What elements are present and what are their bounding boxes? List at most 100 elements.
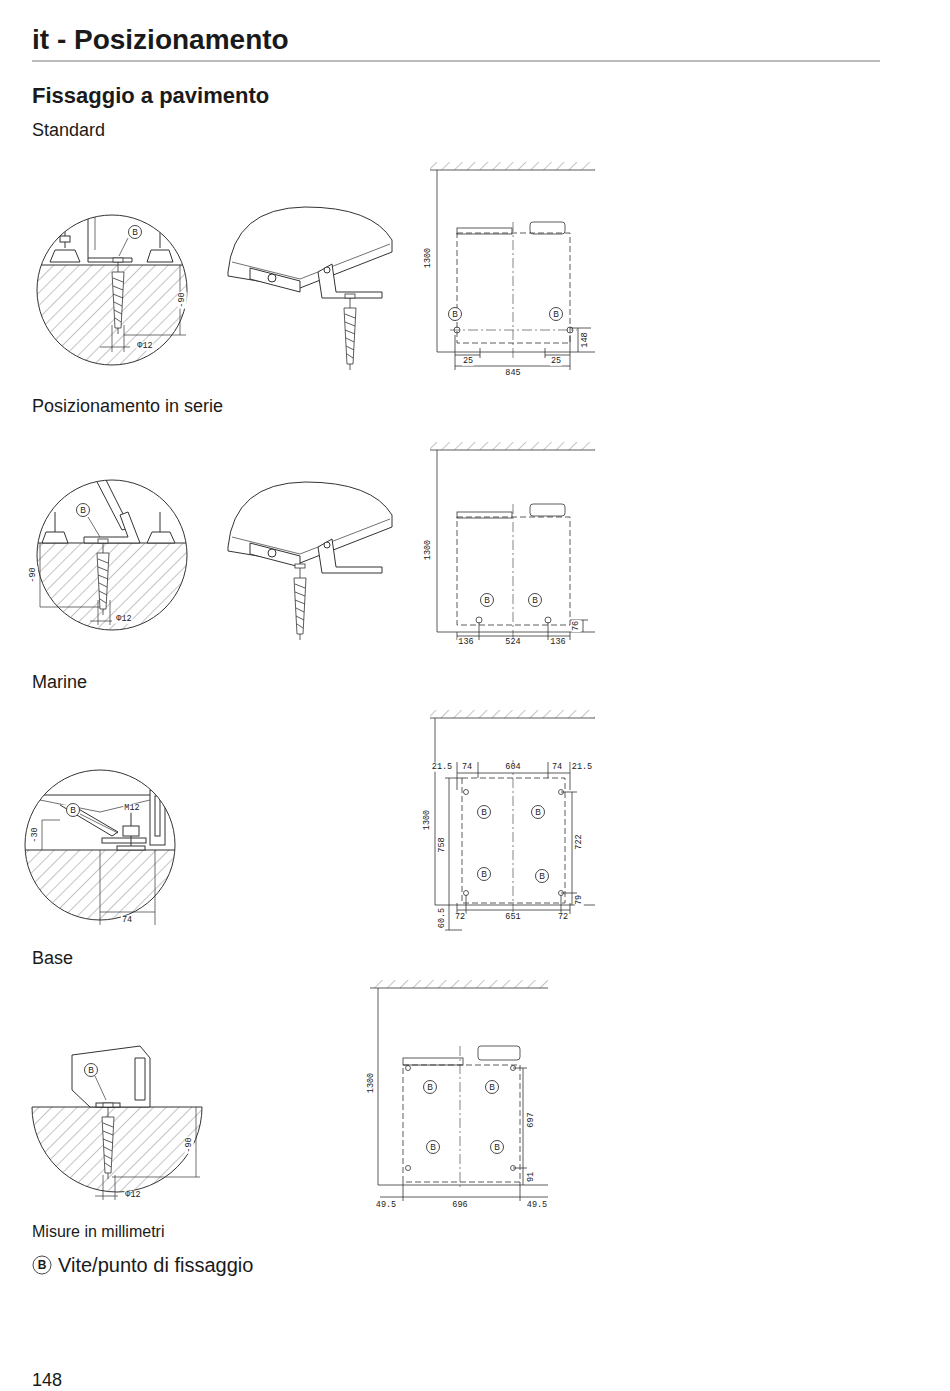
drawing-line — [30, 795, 165, 796]
drawing-g — [100, 265, 186, 352]
drawing-line — [32, 61, 880, 62]
drawing-rect — [155, 796, 160, 836]
drawing-use — [294, 564, 306, 640]
drawing-line — [430, 170, 595, 171]
dimension-label: 136 — [549, 638, 566, 647]
drawing-g — [20, 790, 190, 930]
drawing-line — [548, 622, 549, 640]
drawing-line — [513, 1068, 527, 1069]
callout-ring — [532, 806, 545, 819]
drawing-g — [430, 718, 595, 930]
drawing-line — [42, 820, 43, 850]
drawing-line — [100, 347, 130, 348]
drawing-g — [30, 476, 200, 643]
drawing-line — [196, 1107, 197, 1177]
callout-letter: B — [481, 808, 487, 817]
dimension-label: -30 — [31, 826, 40, 843]
drawing-use — [97, 539, 109, 615]
drawing-line — [578, 328, 579, 352]
drawing-line — [437, 450, 438, 632]
dimension-label: 758 — [438, 836, 447, 853]
dimension-label: 1300 — [367, 1072, 376, 1094]
drawing-rect — [123, 826, 139, 836]
drawing-line — [80, 814, 118, 833]
drawing-line — [430, 718, 595, 719]
callout-ring — [129, 226, 142, 239]
dimension-label: 136 — [457, 638, 474, 647]
drawing-line — [88, 205, 89, 258]
drawing-path — [72, 1046, 150, 1107]
drawing-line — [100, 912, 155, 913]
drawing-line — [513, 222, 514, 358]
drawing-circle — [406, 1166, 411, 1171]
drawing-g — [42, 820, 155, 925]
dimension-label: 72 — [557, 913, 569, 922]
callout-ring — [478, 868, 491, 881]
drawing-line — [545, 348, 546, 358]
drawing-line — [457, 773, 570, 774]
drawing-line — [124, 325, 125, 352]
drawing-path — [147, 532, 175, 543]
drawing-line — [378, 988, 379, 1185]
drawing-use — [102, 1103, 114, 1179]
drawing-use — [228, 482, 392, 573]
drawing-line — [90, 621, 112, 622]
dimension-label: -90 — [178, 291, 187, 308]
drawing-g — [228, 482, 392, 573]
legend-text: Vite/punto di fissaggio — [58, 1255, 253, 1275]
drawing-line — [455, 366, 570, 367]
callout-letter: B — [481, 870, 487, 879]
drawing-line — [480, 348, 481, 358]
callout-ring — [536, 870, 549, 883]
drawing-line — [457, 636, 570, 637]
drawing-line — [119, 238, 128, 256]
dimension-label: -90 — [185, 1136, 194, 1153]
drawing-circle — [406, 1066, 411, 1071]
drawing-rect — [530, 222, 565, 234]
dimension-label: 49.5 — [526, 1201, 548, 1210]
drawing-line — [449, 778, 450, 930]
dimension-label: Φ12 — [115, 615, 132, 624]
drawing-line — [457, 762, 458, 790]
drawing-path — [32, 1107, 202, 1192]
dimension-label: 21.5 — [431, 763, 453, 772]
drawing-path — [84, 512, 140, 543]
dimension-label: 74 — [121, 916, 133, 925]
dimension-label: 1300 — [424, 539, 433, 561]
dimension-label: 49.5 — [375, 1201, 397, 1210]
drawing-line — [112, 1177, 200, 1178]
callout-ring — [77, 504, 90, 517]
drawing-line — [513, 504, 514, 640]
drawing-line — [450, 330, 577, 331]
drawing-line — [124, 335, 186, 336]
drawing-line — [455, 355, 480, 356]
subsection-heading: Base — [32, 949, 73, 967]
drawing-line — [455, 335, 456, 370]
drawing-line — [55, 512, 56, 532]
drawing-rect — [430, 442, 595, 450]
drawing-rect — [462, 778, 565, 903]
callout-letter: B — [452, 310, 458, 319]
drawing-path — [40, 800, 150, 812]
callout-ring — [427, 1141, 440, 1154]
drawing-line — [478, 762, 479, 778]
drawing-line — [100, 850, 101, 925]
dimension-label: 72 — [454, 913, 466, 922]
drawing-circle — [454, 327, 460, 333]
drawing-rect — [403, 1065, 520, 1182]
callout-letter: B — [80, 506, 86, 515]
drawing-g — [30, 205, 200, 375]
drawing-path — [88, 258, 132, 262]
page-number: 148 — [32, 1371, 62, 1389]
drawing-line — [570, 335, 571, 370]
drawing-g — [430, 450, 595, 640]
drawing-rect — [430, 710, 595, 718]
dimension-label: 25 — [462, 357, 474, 366]
drawing-line — [445, 930, 462, 931]
dimension-label: M12 — [123, 804, 140, 813]
drawing-line — [561, 895, 562, 914]
drawing-line — [435, 905, 595, 906]
page-title: it - Posizionamento — [32, 26, 289, 54]
drawing-rect — [457, 233, 570, 343]
drawing-line — [160, 512, 161, 532]
